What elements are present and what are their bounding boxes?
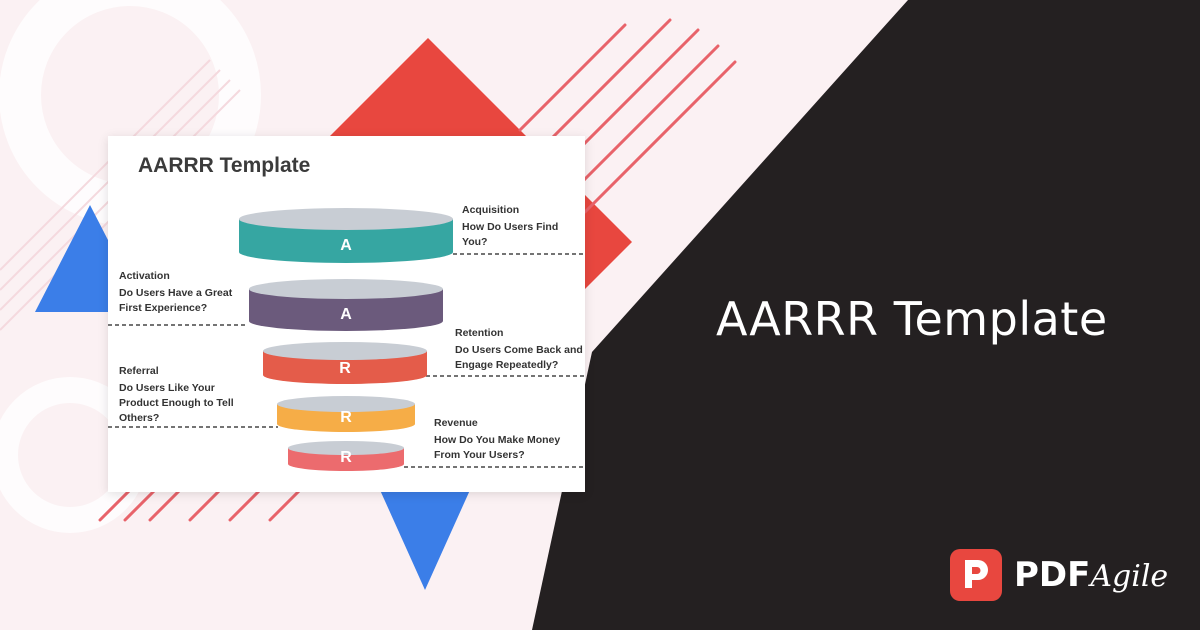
note-acquisition: Acquisition How Do Users Find You? bbox=[462, 203, 582, 250]
card-title: AARRR Template bbox=[138, 154, 311, 177]
stage-question-line: Product Enough to Tell bbox=[119, 397, 234, 409]
funnel-stage: R bbox=[263, 342, 427, 384]
stage-letter: R bbox=[340, 449, 352, 466]
disc-body bbox=[277, 404, 415, 432]
disc-body bbox=[239, 219, 453, 263]
stage-question-line: From Your Users? bbox=[434, 449, 525, 461]
funnel-stage: A bbox=[239, 208, 453, 263]
stage-label: Retention bbox=[455, 327, 504, 339]
stage-question-line: You? bbox=[462, 236, 488, 248]
disc-top bbox=[288, 441, 404, 455]
stage-letter: A bbox=[340, 306, 352, 323]
funnel-stage: A bbox=[249, 279, 443, 331]
stage-letter: R bbox=[340, 409, 352, 426]
note-activation: Activation Do Users Have a Great First E… bbox=[119, 269, 244, 316]
note-retention: Retention Do Users Come Back and Engage … bbox=[455, 326, 583, 373]
note-revenue: Revenue How Do You Make Money From Your … bbox=[434, 416, 574, 463]
stage-question-line: First Experience? bbox=[119, 302, 208, 314]
stage-letter: R bbox=[339, 360, 351, 377]
brand-name-script: Agile bbox=[1090, 559, 1169, 594]
note-referral: Referral Do Users Like Your Product Enou… bbox=[119, 364, 244, 426]
disc-top bbox=[249, 279, 443, 299]
disc-body bbox=[263, 351, 427, 384]
stage-question-line: Others? bbox=[119, 412, 160, 424]
brand-name-bold: PDF bbox=[1014, 555, 1091, 595]
disc-top bbox=[263, 342, 427, 360]
disc-top bbox=[277, 396, 415, 412]
pdf-agile-logo-icon bbox=[950, 549, 1002, 601]
stage-question-line: Do Users Come Back and bbox=[455, 344, 583, 356]
stage-question-line: How Do Users Find bbox=[462, 221, 559, 233]
stage-label: Acquisition bbox=[462, 204, 520, 216]
stage-label: Activation bbox=[119, 270, 170, 282]
stage-letter: A bbox=[340, 237, 352, 254]
brand-name: PDFAgile bbox=[1014, 555, 1168, 595]
stage-label: Revenue bbox=[434, 417, 478, 429]
funnel-stage: R bbox=[277, 396, 415, 432]
stage-label: Referral bbox=[119, 365, 159, 377]
aarrr-funnel-diagram: A A R R R bbox=[108, 208, 585, 471]
brand-logo[interactable]: PDFAgile bbox=[950, 549, 1168, 601]
headline-title: AARRR Template bbox=[716, 292, 1108, 346]
stage-question-line: Do Users Like Your bbox=[119, 382, 215, 394]
disc-top bbox=[239, 208, 453, 230]
stage-question-line: Engage Repeatedly? bbox=[455, 359, 559, 371]
stage-question-line: How Do You Make Money bbox=[434, 434, 561, 446]
funnel-stage: R bbox=[288, 441, 404, 471]
stage-question-line: Do Users Have a Great bbox=[119, 287, 233, 299]
disc-body bbox=[249, 289, 443, 331]
aarrr-template-card: AARRR Template A A R R R Acquisition How Do … bbox=[108, 136, 585, 492]
